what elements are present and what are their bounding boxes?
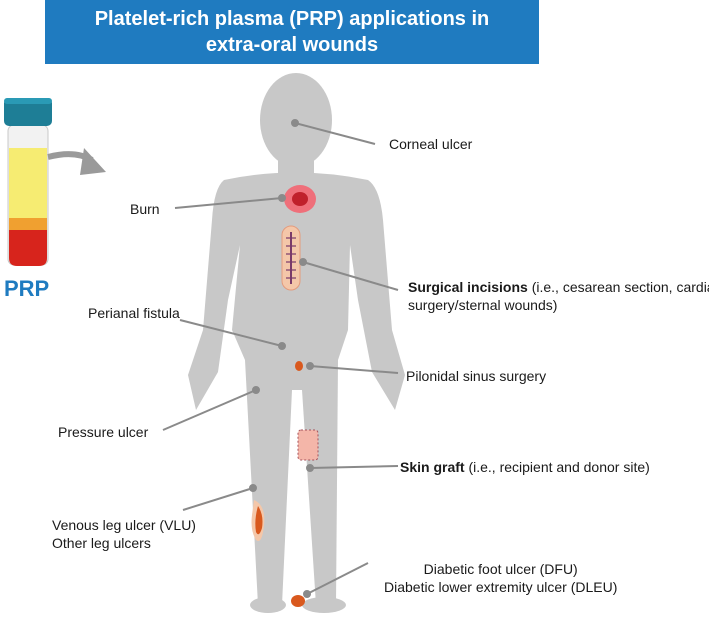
label-skin-bold: Skin graft xyxy=(400,459,465,475)
pilonidal-wound-icon xyxy=(295,361,303,371)
label-surgical-bold: Surgical incisions xyxy=(408,279,528,295)
label-vlu-line-1: Venous leg ulcer (VLU) xyxy=(52,517,196,533)
label-skin-graft: Skin graft (i.e., recipient and donor si… xyxy=(400,458,650,476)
foot-ulcer-icon xyxy=(291,595,305,607)
label-pressure-ulcer: Pressure ulcer xyxy=(58,424,149,440)
title-line-2: extra-oral wounds xyxy=(205,34,379,56)
body-silhouette xyxy=(188,73,405,613)
label-pilonidal-sinus: Pilonidal sinus surgery xyxy=(406,368,547,384)
label-dfu-line-1: Diabetic foot ulcer (DFU) xyxy=(423,561,578,577)
label-surgical-rest-2: surgery/sternal wounds) xyxy=(408,297,558,313)
skin-graft-icon xyxy=(297,429,319,461)
label-diabetic-foot-ulcer: Diabetic foot ulcer (DFU) Diabetic lower… xyxy=(384,560,617,596)
prp-label: PRP xyxy=(4,276,50,301)
label-perianal-fistula: Perianal fistula xyxy=(88,305,180,321)
prp-tube-icon xyxy=(4,98,52,266)
label-venous-leg-ulcer: Venous leg ulcer (VLU) Other leg ulcers xyxy=(52,516,196,552)
label-surgical-incisions: Surgical incisions (i.e., cesarean secti… xyxy=(408,278,709,314)
label-surgical-rest-1: (i.e., cesarean section, cardiac xyxy=(527,279,709,295)
label-burn: Burn xyxy=(130,201,160,217)
title-banner: Platelet-rich plasma (PRP) applications … xyxy=(45,0,539,64)
leg-ulcer-icon xyxy=(251,500,265,541)
label-corneal-ulcer: Corneal ulcer xyxy=(389,136,473,152)
burn-wound-icon xyxy=(284,185,316,213)
arrow-icon xyxy=(47,148,106,175)
title-line-1: Platelet-rich plasma (PRP) applications … xyxy=(94,8,490,30)
label-vlu-line-2: Other leg ulcers xyxy=(52,535,151,551)
label-skin-rest: (i.e., recipient and donor site) xyxy=(464,459,650,475)
label-dfu-line-2: Diabetic lower extremity ulcer (DLEU) xyxy=(384,579,618,595)
sternal-incision-icon xyxy=(281,225,301,291)
